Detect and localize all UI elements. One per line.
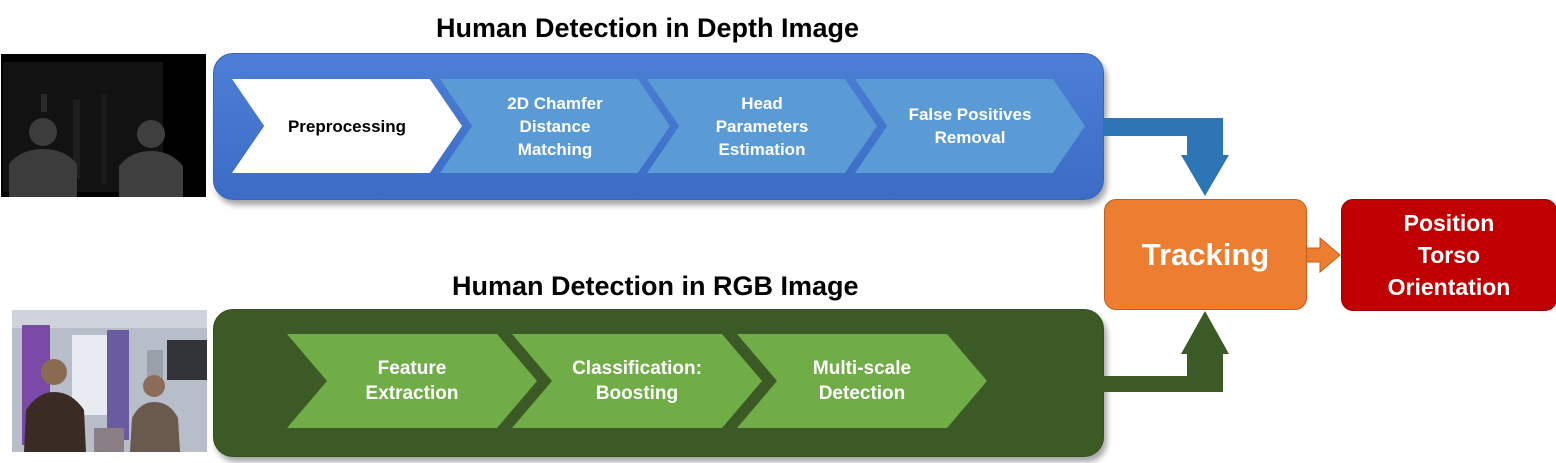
rgb-section-title: Human Detection in RGB Image	[452, 271, 859, 301]
depth-section-title: Human Detection in Depth Image	[436, 13, 860, 43]
step-preprocessing: Preprocessing	[232, 79, 462, 173]
step-multiscale-detection: Multi-scale Detection	[737, 334, 987, 428]
step-classification: Classification: Boosting	[512, 334, 762, 428]
step-label: Preprocessing	[287, 116, 407, 136]
step-label: Multi-scale Detection	[812, 358, 912, 404]
tracking-label: Tracking	[1141, 236, 1270, 272]
step-label: Head Parameters Estimation	[715, 93, 809, 159]
rgb-to-tracking-arrow	[1103, 311, 1229, 392]
step-label: Classification: Boosting	[572, 358, 702, 404]
output-box: Position Torso Orientation	[1341, 199, 1556, 311]
tracking-box: Tracking	[1104, 199, 1307, 310]
step-false-positives: False Positives Removal	[855, 79, 1085, 173]
step-label: 2D Chamfer Distance Matching	[507, 93, 603, 159]
depth-image-thumbnail	[1, 54, 206, 197]
step-label: False Positives Removal	[908, 105, 1032, 147]
step-head-parameters: Head Parameters Estimation	[647, 79, 877, 173]
step-feature-extraction: Feature Extraction	[287, 334, 537, 428]
depth-to-tracking-arrow	[1103, 118, 1229, 196]
output-label: Position Torso Orientation	[1387, 210, 1511, 300]
tracking-to-output-arrow	[1304, 236, 1341, 274]
step-label: Feature Extraction	[365, 358, 459, 404]
rgb-image-thumbnail	[12, 310, 207, 452]
step-chamfer-matching: 2D Chamfer Distance Matching	[440, 79, 670, 173]
